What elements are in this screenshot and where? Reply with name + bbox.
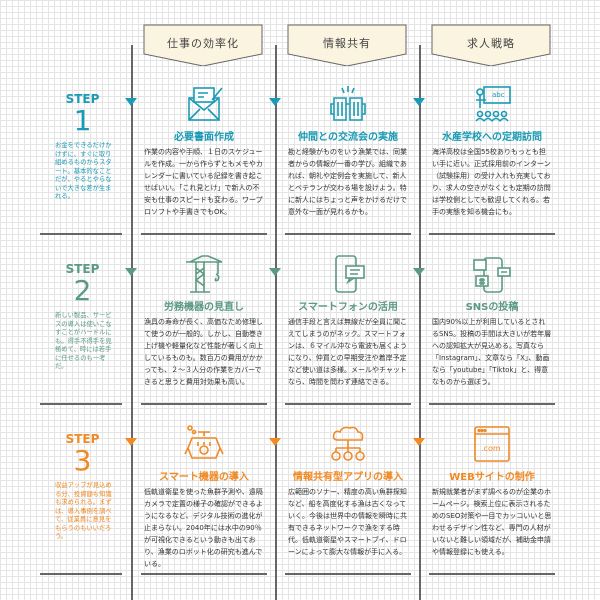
card-text: 漁具の寿命が長く、高価なため修理して使うのが一般的。しかし、自動巻き上げ機や軽量… xyxy=(144,318,263,386)
divider-line xyxy=(285,233,411,235)
divider-line xyxy=(285,403,411,405)
cloud-network-icon xyxy=(284,422,412,464)
arrow-down-icon xyxy=(269,268,281,276)
arrow-down-icon xyxy=(125,268,137,276)
card-beer-mugs: 仲間との交流会の実施 勘と経験がものをいう漁業では、同業者からの情報が一番の学び… xyxy=(284,82,412,218)
column-divider xyxy=(419,45,421,600)
arrow-down-icon xyxy=(269,438,281,446)
robot-device-icon xyxy=(140,422,268,464)
card-title: スマート機器の導入 xyxy=(159,472,249,483)
card-sns-phone: SNSの投稿 国内90%以上が利用しているとされるSNS。投稿の手間は大きいが若… xyxy=(428,252,556,388)
arrow-down-icon xyxy=(125,98,137,106)
step-number: 2 xyxy=(73,274,92,307)
column-divider xyxy=(131,45,133,600)
card-classroom: abc 水産学校への定期訪問 海洋高校は全国55校ありもっとも担い手に近い。正式… xyxy=(428,82,556,218)
card-title: 情報共有型アプリの導入 xyxy=(293,472,403,483)
card-text: 通信手段と言えば無線だが全員に聞こえてしまうのがネック。スマートフォンは、６マイ… xyxy=(288,318,407,386)
card-text: 国内90%以上が利用しているとされるSNS。投稿の手間は大きいが若年層への認知拡… xyxy=(432,318,552,386)
card-text: 新規就業者がまず調べるのが企業のホームページ。検索上位に表示されるためのSEO対… xyxy=(432,488,552,556)
divider-line xyxy=(40,403,122,405)
step-number: 1 xyxy=(73,104,92,137)
arrow-down-icon xyxy=(413,98,425,106)
step-description: お金をできるだけかけずに、すぐに取り組めるものからスタート。基本的なことだが、や… xyxy=(55,142,112,200)
crane-icon xyxy=(140,252,268,294)
card-text: 作業の内容や手順、１日のスケジュールを作成。一から作らずともメモやカレンダーに書… xyxy=(144,148,263,216)
card-crane: 労務機器の見直し 漁具の寿命が長く、高価なため修理して使うのが一般的。しかし、自… xyxy=(140,252,268,388)
step-description: 収益アップが見込める分、投資額も知識も求められる。まずは、導入事例を調べて、従業… xyxy=(55,482,112,540)
header-label: 情報共有 xyxy=(323,37,371,50)
arrow-down-icon xyxy=(413,268,425,276)
step-description: 新しい製品、サービスの導入は使いこなすことがハードルにも。得手不得手を見極めて、… xyxy=(55,312,112,370)
step-label: STEP xyxy=(65,92,100,106)
card-text: 低軌道衛星を使った魚群予測や、遠隔カメラで定置の様子の確認ができるようになるなど… xyxy=(144,488,263,568)
arrow-down-icon xyxy=(125,438,137,446)
beer-mugs-icon xyxy=(284,82,412,124)
arrow-down-icon xyxy=(269,98,281,106)
step-3-label: STEP 3 収益アップが見込める分、投資額も知識も求められる。まずは、導入事例… xyxy=(40,420,125,542)
website-icon: .com xyxy=(428,422,556,464)
divider-line xyxy=(285,573,411,575)
divider-line xyxy=(141,233,267,235)
header-info-sharing: 情報共有 xyxy=(287,24,407,66)
header-label: 仕事の効率化 xyxy=(167,37,239,50)
header-label: 求人戦略 xyxy=(467,37,515,50)
divider-line xyxy=(141,573,267,575)
card-cloud-network: 情報共有型アプリの導入 広範囲のソナー、精度の高い魚群探知など、船を高度化する漁… xyxy=(284,422,412,558)
card-text: 広範囲のソナー、精度の高い魚群探知など、船を高度化する漁は古くなっていく。今後は… xyxy=(288,488,407,556)
step-label: STEP xyxy=(65,262,100,276)
card-envelope-pen: 必要書面作成 作業の内容や手順、１日のスケジュールを作成。一から作らずともメモや… xyxy=(140,82,268,218)
divider-line xyxy=(40,573,122,575)
card-title: 仲間との交流会の実施 xyxy=(298,132,398,143)
step-number: 3 xyxy=(73,444,92,477)
header-efficiency: 仕事の効率化 xyxy=(143,24,263,66)
divider-line xyxy=(429,233,555,235)
classroom-icon: abc xyxy=(428,82,556,124)
step-1-label: STEP 1 お金をできるだけかけずに、すぐに取り組めるものからスタート。基本的… xyxy=(40,80,125,202)
step-2-label: STEP 2 新しい製品、サービスの導入は使いこなすことがハードルにも。得手不得… xyxy=(40,250,125,372)
card-website: .com WEBサイトの制作 新規就業者がまず調べるのが企業のホームページ。検索… xyxy=(428,422,556,558)
card-robot-device: スマート機器の導入 低軌道衛星を使った魚群予測や、遠隔カメラで定置の様子の確認が… xyxy=(140,422,268,570)
envelope-pen-icon xyxy=(140,82,268,124)
arrow-down-icon xyxy=(413,438,425,446)
sns-phone-icon xyxy=(428,252,556,294)
card-title: WEBサイトの制作 xyxy=(449,472,535,483)
svg-text:abc: abc xyxy=(492,91,505,99)
divider-line xyxy=(141,403,267,405)
divider-line xyxy=(40,233,122,235)
header-recruiting: 求人戦略 xyxy=(431,24,551,66)
card-text: 勘と経験がものをいう漁業では、同業者からの情報が一番の学び。組織であれば、朝礼や… xyxy=(288,148,407,216)
svg-text:.com: .com xyxy=(481,444,501,453)
divider-line xyxy=(429,403,555,405)
column-divider xyxy=(275,45,277,600)
card-title: スマートフォンの活用 xyxy=(298,302,398,313)
card-smartphone-chat: スマートフォンの活用 通信手段と言えば無線だが全員に聞こえてしまうのがネック。ス… xyxy=(284,252,412,388)
step-label: STEP xyxy=(65,432,100,446)
card-text: 海洋高校は全国55校ありもっとも担い手に近い。正式採用前のインターン（試験採用）… xyxy=(432,148,551,216)
smartphone-chat-icon xyxy=(284,252,412,294)
divider-line xyxy=(429,573,555,575)
card-title: 労務機器の見直し xyxy=(164,302,244,313)
card-title: 必要書面作成 xyxy=(174,132,234,143)
card-title: SNSの投稿 xyxy=(465,302,519,313)
card-title: 水産学校への定期訪問 xyxy=(442,132,542,143)
